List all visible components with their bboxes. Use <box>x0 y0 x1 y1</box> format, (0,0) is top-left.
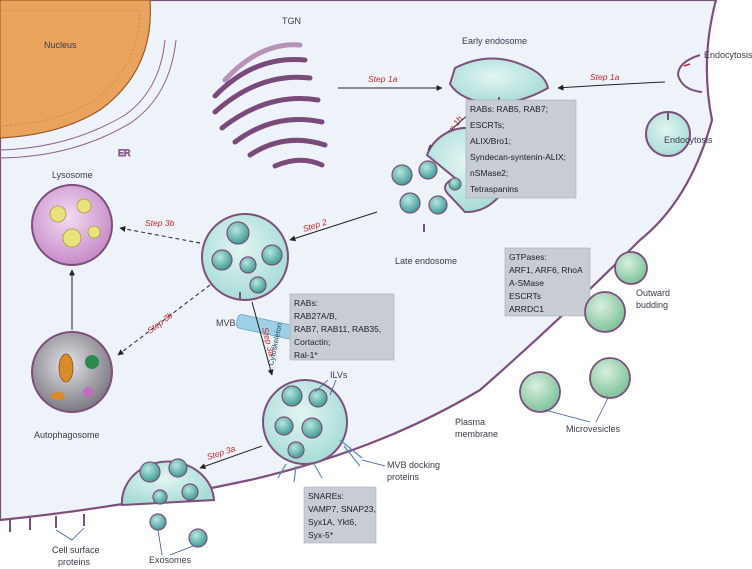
svg-text:VAMP7, SNAP23,: VAMP7, SNAP23, <box>308 504 376 514</box>
svg-text:ESCRTs: ESCRTs <box>509 291 541 301</box>
svg-text:nSMase2;: nSMase2; <box>470 168 508 178</box>
lysosome-label: Lysosome <box>52 170 93 180</box>
late-endosome-label: Late endosome <box>395 256 457 266</box>
svg-text:ARRDC1: ARRDC1 <box>509 304 544 314</box>
rabs-escrt-box: RABs: RAB5, RAB7; ESCRTs; ALIX/Bro1; Syn… <box>466 100 576 198</box>
svg-text:Plasma: Plasma <box>455 417 485 427</box>
ilvs-label: ILVs <box>330 370 348 380</box>
svg-text:GTPases:: GTPases: <box>509 252 547 262</box>
gtpases-box: GTPases: ARF1, ARF6, RhoA A-SMase ESCRTs… <box>505 248 590 316</box>
svg-text:Syndecan-syntenin-ALIX;: Syndecan-syntenin-ALIX; <box>470 152 566 162</box>
endocytosis-label: Endocytosis <box>664 135 713 145</box>
exosomes: Exosomes <box>149 514 207 565</box>
early-endosome-label: Early endosome <box>462 36 527 46</box>
svg-text:RAB27A/B,: RAB27A/B, <box>294 311 337 321</box>
step-1a-right-label: Step 1a <box>590 72 620 82</box>
svg-text:budding: budding <box>636 300 668 310</box>
svg-text:RABs:: RABs: <box>294 298 318 308</box>
microvesicles-label: Microvesicles <box>566 424 621 434</box>
cell-surface-proteins: Cell surface proteins <box>10 514 100 567</box>
svg-text:proteins: proteins <box>387 472 420 482</box>
step-1a-left-label: Step 1a <box>368 74 398 84</box>
svg-text:A-SMase: A-SMase <box>509 278 544 288</box>
snares-box: SNAREs: VAMP7, SNAP23, Syx1A, Ykt6, Syx-… <box>304 487 376 543</box>
svg-text:ESCRTs;: ESCRTs; <box>470 120 504 130</box>
endocytosis-top-label: Endocytosis <box>704 50 752 60</box>
exosomes-label: Exosomes <box>149 555 192 565</box>
plasma-membrane-label: Plasma membrane <box>455 417 498 439</box>
microvesicles: Microvesicles <box>520 358 630 434</box>
svg-text:SNAREs:: SNAREs: <box>308 491 344 501</box>
svg-text:membrane: membrane <box>455 429 498 439</box>
svg-text:Outward: Outward <box>636 288 670 298</box>
svg-text:ALIX/Bro1;: ALIX/Bro1; <box>470 136 511 146</box>
svg-text:Ral-1*: Ral-1* <box>294 350 318 360</box>
mvb-docking-label: MVB docking proteins <box>362 460 440 482</box>
tgn-label: TGN <box>282 16 301 26</box>
svg-text:proteins: proteins <box>58 557 91 567</box>
mvb-label: MVB <box>216 318 236 328</box>
step-3b-top-label: Step 3b <box>145 218 175 228</box>
autophagosome-label: Autophagosome <box>34 430 100 440</box>
svg-text:Syx1A, Ykt6,: Syx1A, Ykt6, <box>308 517 357 527</box>
nucleus-label: Nucleus <box>44 40 77 50</box>
svg-text:Syx-5*: Syx-5* <box>308 530 334 540</box>
svg-text:RABs: RAB5, RAB7;: RABs: RAB5, RAB7; <box>470 104 548 114</box>
svg-text:ARF1, ARF6, RhoA: ARF1, ARF6, RhoA <box>509 265 583 275</box>
svg-text:MVB docking: MVB docking <box>387 460 440 470</box>
er-label: ER <box>118 148 131 158</box>
svg-text:RAB7, RAB11, RAB35,: RAB7, RAB11, RAB35, <box>294 324 381 334</box>
svg-text:Cell surface: Cell surface <box>52 545 100 555</box>
rabs-mvb-box: RABs: RAB27A/B, RAB7, RAB11, RAB35, Cort… <box>290 294 394 360</box>
svg-text:Tetraspanins: Tetraspanins <box>470 184 518 194</box>
svg-text:Cortactin;: Cortactin; <box>294 337 330 347</box>
